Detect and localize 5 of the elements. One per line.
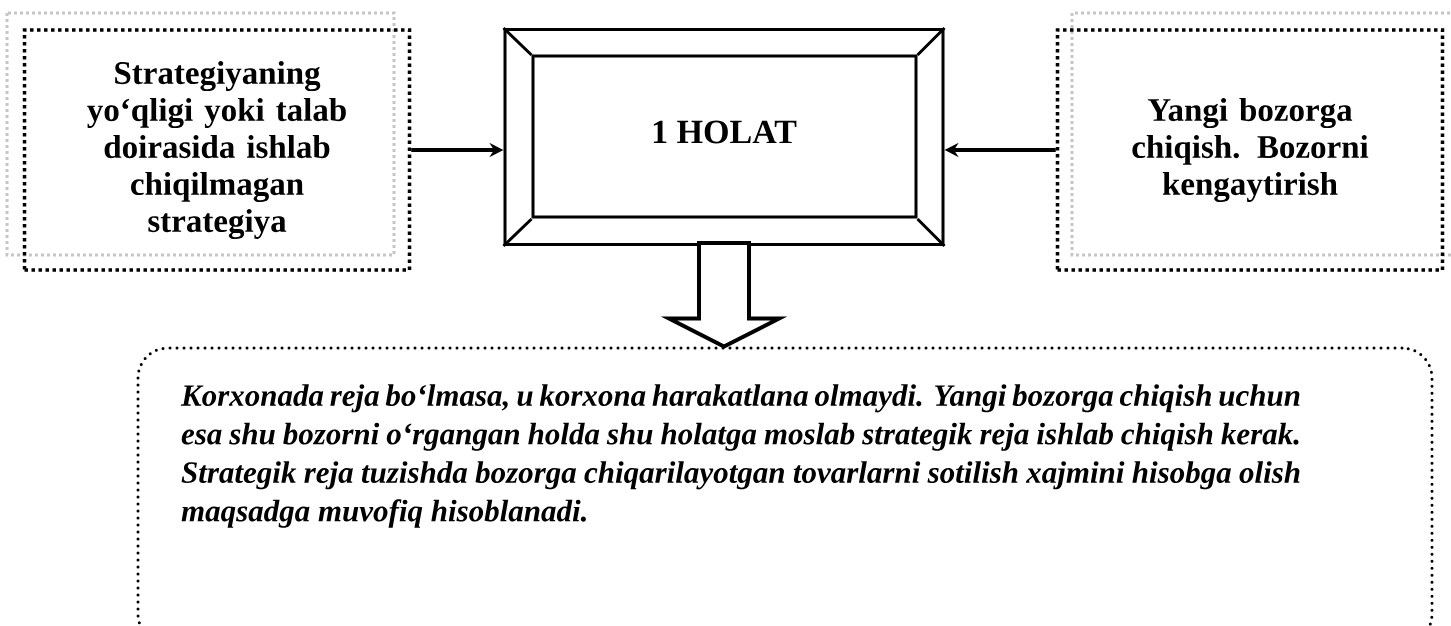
block-arrow [660, 241, 788, 349]
framed-box: 1 HOLAT [502, 26, 946, 248]
text-box: Strategiyaning yo‘qligi yoki talab doirasida ishlab chiqilmagan strategiya [5, 11, 412, 272]
note-box: Korxonada reja bo‘lmasa, u korxona harakatlana olmaydi. Yangi bozorga chiqish uchun esa shu bozorni o‘rgangan holda shu holatga moslab strategik reja ishlab chiqish kerak. Strategik reja tuzishda bozorga chiqarilayotgan tovarlarni sotilish xajmini hisobga olish maqsadga muvofiq hisoblanadi. [136, 346, 1434, 626]
text-box: Yangi bozorga chiqish. Bozorni kengaytirish [1055, 11, 1451, 272]
